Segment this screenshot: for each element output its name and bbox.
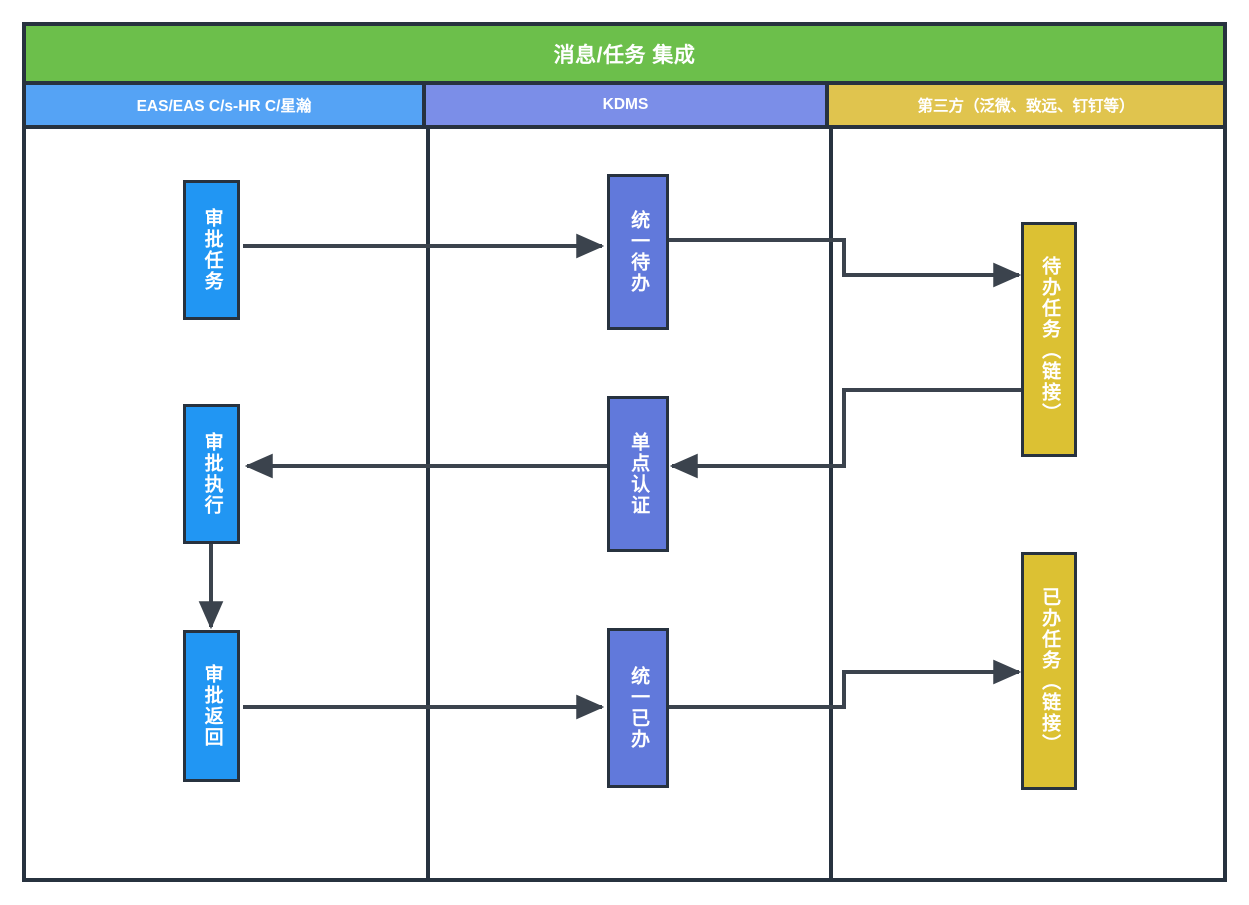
node-approval-execute[interactable]: 审批执行 bbox=[183, 404, 240, 544]
lane-header-eas: EAS/EAS C/s-HR C/星瀚 bbox=[26, 85, 426, 129]
node-todo-task-link[interactable]: 待办任务（链接） bbox=[1021, 222, 1077, 457]
lane-header-third-party: 第三方（泛微、致远、钉钉等） bbox=[829, 85, 1223, 129]
node-unified-done[interactable]: 统一已办 bbox=[607, 628, 669, 788]
node-approval-return[interactable]: 审批返回 bbox=[183, 630, 240, 782]
node-done-task-link[interactable]: 已办任务（链接） bbox=[1021, 552, 1077, 790]
lane-header-kdms: KDMS bbox=[426, 85, 829, 129]
lane-divider-2 bbox=[829, 129, 833, 878]
node-approval-task[interactable]: 审批任务 bbox=[183, 180, 240, 320]
node-single-sign-on[interactable]: 单点认证 bbox=[607, 396, 669, 552]
pool-title: 消息/任务 集成 bbox=[26, 26, 1223, 85]
node-unified-todo[interactable]: 统一待办 bbox=[607, 174, 669, 330]
lane-divider-1 bbox=[426, 129, 430, 878]
